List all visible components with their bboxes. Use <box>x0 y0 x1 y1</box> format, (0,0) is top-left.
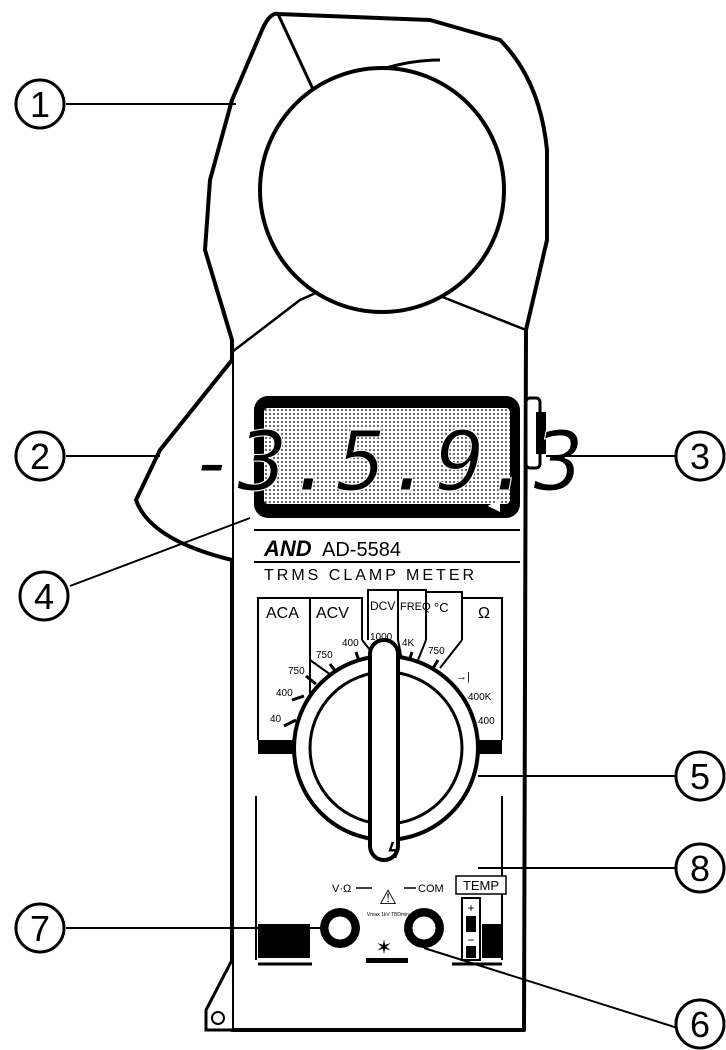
tick-750-temp: 750 <box>428 646 445 657</box>
callout-circles: 1 2 3 4 5 6 7 8 <box>14 78 726 1050</box>
callout-4: 4 <box>18 570 70 622</box>
svg-text:2: 2 <box>30 436 50 477</box>
tick-400k: 400K <box>468 692 492 703</box>
tick-750-aca: 750 <box>288 666 305 677</box>
range-tab-acv: ACV <box>316 605 349 622</box>
callout-7: 7 <box>14 902 66 954</box>
ground-symbol: ✶ <box>376 937 393 959</box>
callout-8: 8 <box>674 842 726 894</box>
range-tab-temp: °C <box>434 600 449 615</box>
callout-3: 3 <box>674 430 726 482</box>
range-tab-ohm: Ω <box>478 605 490 622</box>
model-number: AD-5584 <box>322 539 401 561</box>
tick-4k: 4K <box>402 638 415 649</box>
warning-text: Vmax 1kV TBDmin <box>367 912 409 918</box>
trigger-lever <box>134 358 234 562</box>
strap-tab <box>204 959 234 1032</box>
vohm-jack-ring <box>325 913 355 943</box>
right-block-fill <box>482 924 502 958</box>
high-voltage-symbol: ϟ <box>388 838 400 863</box>
clamp-hole <box>258 66 506 314</box>
tick-750-acv: 750 <box>316 650 333 661</box>
range-tab-freq: FREQ <box>400 601 431 613</box>
terminal-label-vohm: V·Ω <box>332 883 351 895</box>
temp-label-box <box>455 875 507 895</box>
svg-text:3: 3 <box>690 436 710 477</box>
terminal-label-com: COM <box>418 883 444 895</box>
hold-button-cap <box>536 412 546 454</box>
temp-plus: + <box>467 901 474 915</box>
tick-400: 400 <box>276 688 293 699</box>
callout-1: 1 <box>14 78 66 130</box>
svg-text:4: 4 <box>34 576 54 617</box>
range-tab-aca: ACA <box>266 605 299 622</box>
callout-leaders <box>66 103 685 1031</box>
temp-label: TEMP <box>463 878 499 893</box>
range-bar-right <box>474 740 502 754</box>
tick-diode: →| <box>456 671 470 683</box>
com-jack-ring <box>409 913 439 943</box>
rotary-dial-knob[interactable] <box>368 638 400 862</box>
jaw-seam-left <box>231 290 319 353</box>
svg-text:5: 5 <box>690 756 710 797</box>
temp-socket-pin-top <box>466 916 476 932</box>
lcd-indicator: ◀ <box>488 497 501 514</box>
svg-text:6: 6 <box>690 1004 710 1045</box>
callout-5: 5 <box>674 750 726 802</box>
callout-2: 2 <box>14 430 66 482</box>
tick-40: 40 <box>270 714 282 725</box>
svg-text:7: 7 <box>30 908 50 949</box>
tick-400-acv: 400 <box>342 638 359 649</box>
callout-6: 6 <box>674 998 726 1050</box>
tick-1000: 1000 <box>370 632 393 643</box>
svg-text:8: 8 <box>690 848 710 889</box>
brand-logo: AND <box>263 536 312 561</box>
range-tab-dcv: DCV <box>370 599 395 613</box>
warning-triangle-icon: ⚠ <box>379 887 397 909</box>
jaw-seam-right <box>439 294 527 332</box>
ground-bar <box>366 958 408 963</box>
range-bar-left <box>258 740 298 754</box>
tick-400-ohm: 400 <box>478 716 495 727</box>
left-block <box>258 924 310 958</box>
svg-text:1: 1 <box>30 84 50 125</box>
strap-hole <box>211 1011 225 1025</box>
lcd-reading: -3.5.9.3 <box>189 415 584 510</box>
meter-subtitle: TRMS CLAMP METER <box>264 567 477 584</box>
temp-minus: − <box>467 933 474 947</box>
temp-socket-pin-bottom <box>466 946 476 958</box>
lcd-screen <box>264 408 510 504</box>
